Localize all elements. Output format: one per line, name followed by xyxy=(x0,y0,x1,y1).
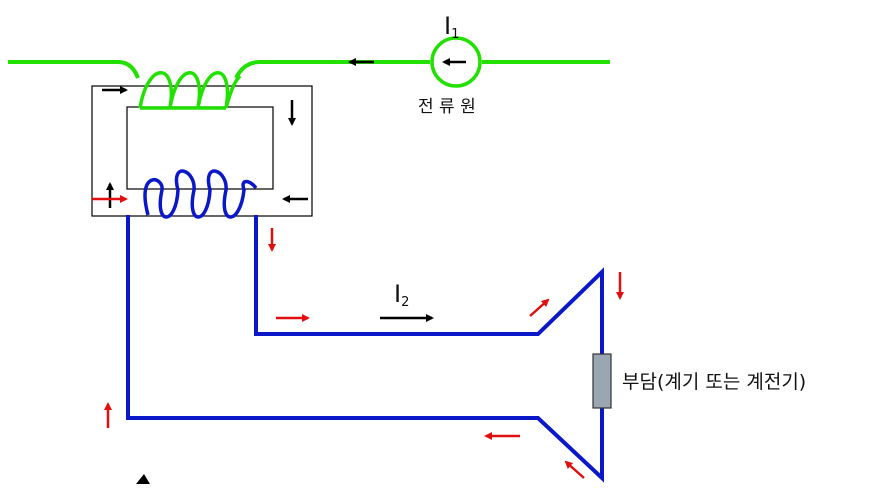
core-inner-rect xyxy=(126,106,274,190)
small-triangle-mark xyxy=(136,474,150,484)
transformer-core xyxy=(91,85,313,217)
core-outer-rect xyxy=(91,85,313,217)
flux-arrows xyxy=(102,58,466,484)
primary-circuit xyxy=(8,36,610,110)
primary-wire-right xyxy=(234,60,430,79)
burden-label: 부담(계기 또는 계전기) xyxy=(622,371,806,393)
arrow-red-diagonal-return xyxy=(564,460,585,479)
source-name-label: 전 류 원 xyxy=(418,97,476,117)
secondary-circuit xyxy=(126,169,604,483)
secondary-current-arrows xyxy=(92,195,624,479)
source-current-label: I1 xyxy=(444,12,459,42)
primary-wire-left xyxy=(8,60,140,79)
burden-resistor xyxy=(592,353,612,409)
secondary-current-label: I2 xyxy=(394,280,409,310)
current-source-symbol xyxy=(430,36,482,88)
arrow-red-diagonal-up xyxy=(529,298,550,317)
source-current-subscript: 1 xyxy=(451,27,459,42)
secondary-coil xyxy=(143,169,258,219)
primary-coil xyxy=(138,71,242,109)
secondary-current-subscript: 2 xyxy=(401,295,409,310)
secondary-wire-outer xyxy=(126,215,604,483)
